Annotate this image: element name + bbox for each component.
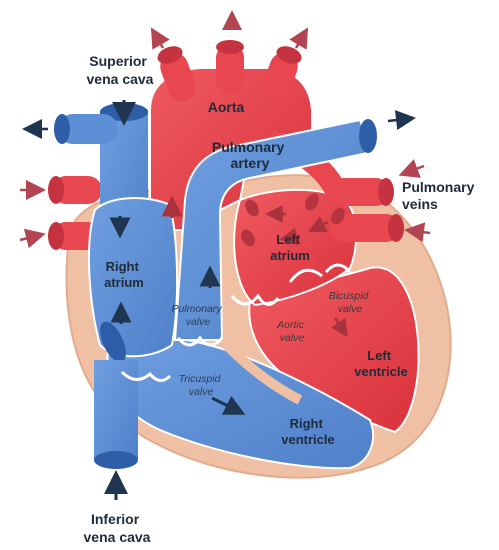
label-bicuspid-valve: Bicuspid valve bbox=[329, 290, 372, 315]
label-right-ventricle: Right ventricle bbox=[281, 416, 334, 447]
bicuspid-valve-leaflets bbox=[288, 263, 352, 283]
tricuspid-valve-leaflets bbox=[120, 370, 172, 382]
pulmonary-artery-vessel bbox=[173, 118, 374, 341]
label-left-atrium: Left atrium bbox=[270, 232, 310, 263]
label-pulmonary-artery: Pulmonary artery bbox=[212, 139, 288, 171]
label-tricuspid-valve: Tricuspid valve bbox=[179, 373, 224, 398]
label-superior-vena-cava: Superior vena cava bbox=[87, 53, 154, 87]
label-pulmonary-valve: Pulmonary valve bbox=[171, 303, 224, 328]
aorta-branch-left bbox=[160, 52, 196, 102]
label-aortic-valve: Aortic valve bbox=[276, 319, 307, 344]
label-aorta: Aorta bbox=[208, 99, 245, 115]
pulmonary-vein-upper bbox=[330, 178, 390, 206]
inferior-vena-cava-vessel bbox=[94, 360, 138, 460]
label-right-atrium: Right atrium bbox=[104, 259, 144, 290]
coronary-sinus-opening bbox=[100, 321, 126, 363]
pulmonary-branch-left bbox=[58, 114, 118, 144]
label-pulmonary-veins: Pulmonary veins bbox=[402, 179, 478, 212]
pulmonary-vein-lower bbox=[330, 214, 400, 242]
label-left-ventricle: Left ventricle bbox=[354, 348, 407, 379]
pulmonary-valve-leaflets bbox=[176, 335, 224, 347]
aortic-valve-leaflets bbox=[230, 293, 280, 306]
pulmonary-vein-left-upper bbox=[52, 176, 102, 204]
label-inferior-vena-cava: Inferior vena cava bbox=[84, 511, 151, 545]
aorta-branch-right bbox=[262, 52, 298, 102]
aorta-branch-middle bbox=[216, 44, 244, 94]
